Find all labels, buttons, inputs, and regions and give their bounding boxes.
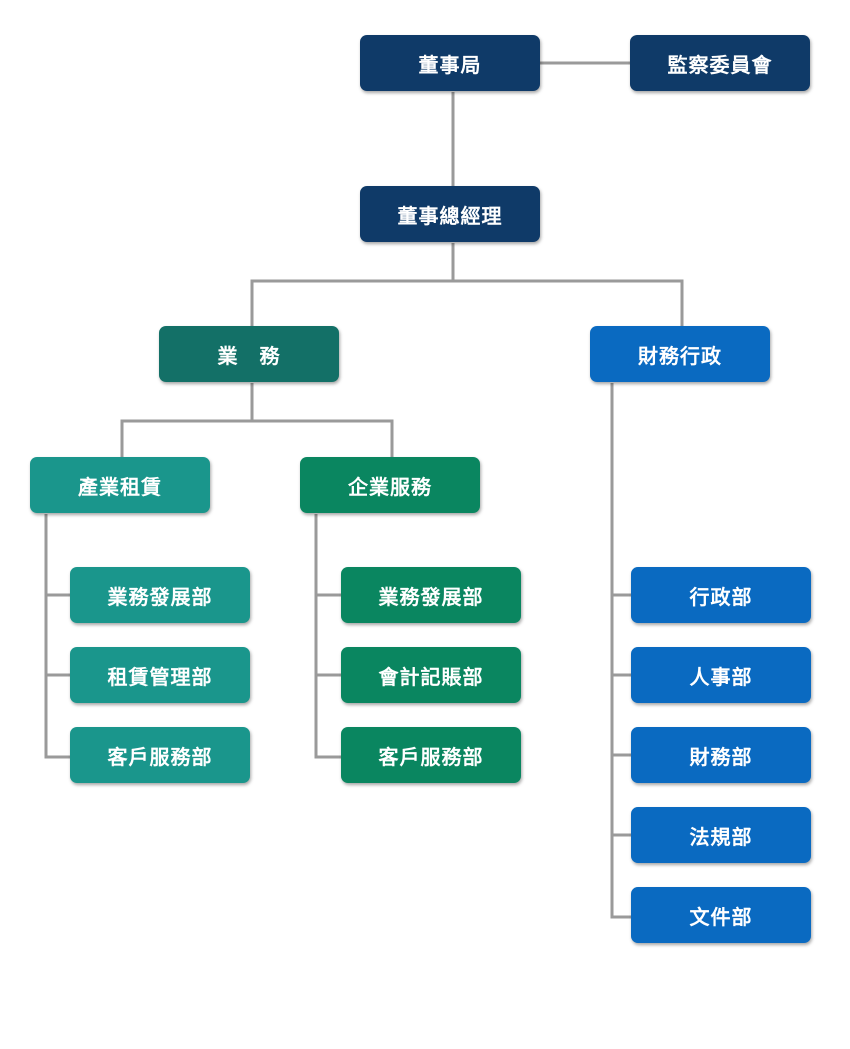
node-ent-accounting: 會計記賬部 [341, 647, 521, 703]
node-leasing-bizdev: 業務發展部 [70, 567, 250, 623]
node-ent-cs-label: 客戶服務部 [378, 744, 484, 769]
connector-business-units [120, 383, 254, 457]
node-finance-admin-label: 財務行政 [638, 343, 722, 368]
node-leasing-cs-label: 客戶服務部 [107, 744, 213, 769]
node-docs-dept: 文件部 [631, 887, 811, 943]
node-admin-dept: 行政部 [631, 567, 811, 623]
connector-enterprise-depts [314, 514, 341, 759]
node-ent-customer-service: 客戶服務部 [341, 727, 521, 783]
node-docs-dept-label: 文件部 [689, 904, 753, 929]
node-business-label: 業 務 [217, 343, 281, 368]
connector-finance-depts [610, 383, 631, 919]
node-finance-admin: 財務行政 [590, 326, 770, 382]
node-leasing-label: 產業租賃 [78, 474, 162, 499]
node-leasing-management: 租賃管理部 [70, 647, 250, 703]
node-ent-accounting-label: 會計記賬部 [378, 664, 484, 689]
node-hr-dept: 人事部 [631, 647, 811, 703]
node-legal-dept: 法規部 [631, 807, 811, 863]
node-supervisory-committee: 監察委員會 [630, 35, 810, 91]
connector-leasing-depts [44, 514, 70, 759]
node-gm-label: 董事總經理 [397, 203, 503, 228]
node-business: 業 務 [159, 326, 339, 382]
connector-business-enterprise [252, 419, 394, 457]
node-enterprise-label: 企業服務 [348, 474, 432, 499]
node-legal-dept-label: 法規部 [689, 824, 753, 849]
node-admin-dept-label: 行政部 [689, 584, 753, 609]
node-leasing-bizdev-label: 業務發展部 [107, 584, 213, 609]
node-leasing-mgmt-label: 租賃管理部 [107, 664, 213, 689]
node-board-label: 董事局 [418, 52, 482, 77]
node-leasing-customer-service: 客戶服務部 [70, 727, 250, 783]
connector-gm-finance [453, 279, 684, 326]
node-supervisory-label: 監察委員會 [667, 52, 773, 77]
node-property-leasing: 產業租賃 [30, 457, 210, 513]
node-board: 董事局 [360, 35, 540, 91]
node-hr-dept-label: 人事部 [689, 664, 753, 689]
node-finance-dept-label: 財務部 [689, 744, 753, 769]
node-enterprise-services: 企業服務 [300, 457, 480, 513]
node-ent-bizdev: 業務發展部 [341, 567, 521, 623]
node-ent-bizdev-label: 業務發展部 [378, 584, 484, 609]
connector-gm-divisions [250, 243, 455, 326]
node-finance-dept: 財務部 [631, 727, 811, 783]
node-managing-director: 董事總經理 [360, 186, 540, 242]
